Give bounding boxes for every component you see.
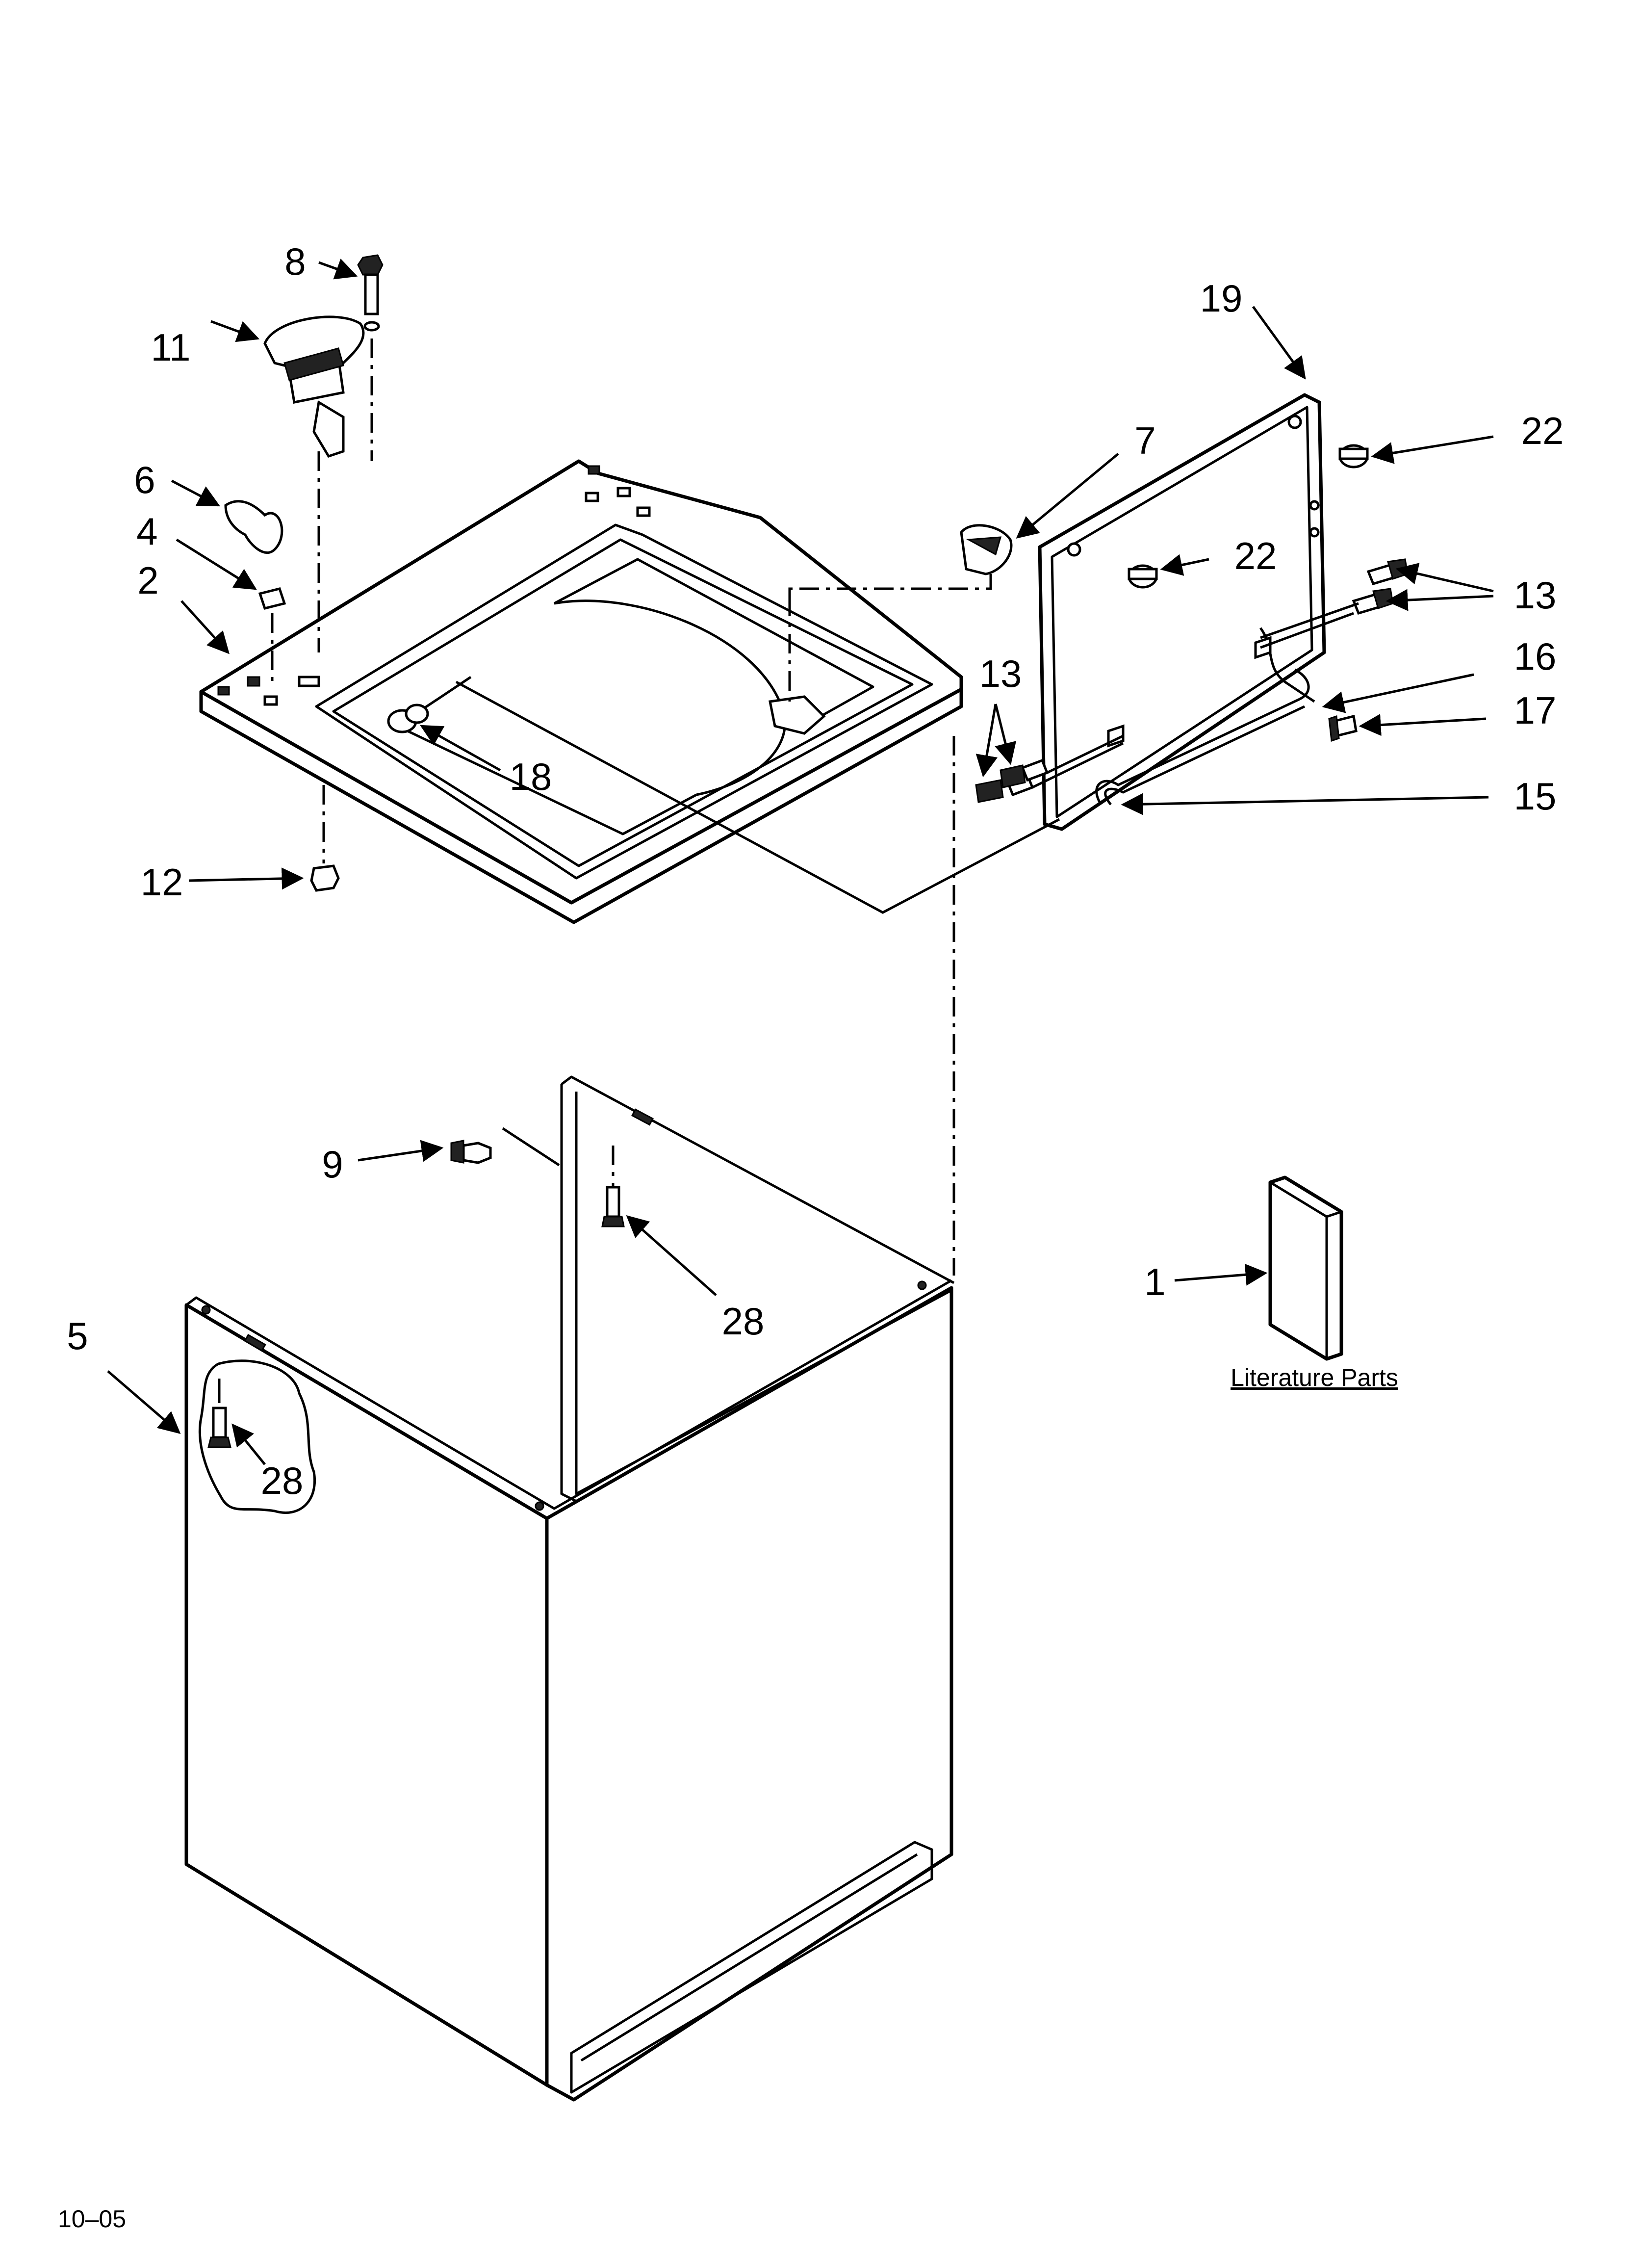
screws-13-right: [1260, 558, 1409, 649]
screw-28-flange: [601, 1146, 625, 1227]
callout-5: 5: [67, 1314, 88, 1357]
callout-17: 17: [1514, 689, 1557, 732]
screw-28-cutaway: [207, 1379, 231, 1448]
screw-9: [450, 1127, 560, 1167]
callout-28-cutaway: 28: [261, 1459, 304, 1502]
callout-9: 9: [322, 1143, 343, 1186]
revision-code: 10–05: [58, 2205, 126, 2233]
callout-7: 7: [1134, 419, 1155, 462]
callout-19: 19: [1200, 277, 1243, 320]
lid-switch-11: [263, 315, 365, 458]
part-4: [258, 587, 286, 687]
screw-8: [357, 254, 384, 461]
screw-17: [1328, 714, 1358, 742]
strike-7: [788, 524, 1013, 702]
callout-18: 18: [510, 755, 552, 798]
callout-11: 11: [151, 326, 191, 369]
callout-4: 4: [136, 510, 157, 553]
screws-13-left: [975, 734, 1124, 803]
literature-parts-book: [1268, 1175, 1343, 1361]
callout-13-left: 13: [979, 652, 1022, 695]
cabinet: [184, 1075, 955, 2102]
nut-12: [310, 785, 340, 892]
callout-12: 12: [141, 860, 183, 904]
literature-parts-label: Literature Parts: [1231, 1364, 1398, 1391]
leader-arrows: [107, 259, 1494, 1465]
lid-panel-19: [1038, 393, 1326, 831]
callout-16: 16: [1514, 635, 1557, 678]
callout-8: 8: [284, 240, 306, 283]
callout-labels: 8 11 6 4 2 12 18 7 19 22 22 13 13 16 17 …: [58, 240, 1564, 2233]
callout-13-right: 13: [1514, 574, 1557, 617]
guide-line-lid: [455, 680, 1060, 914]
clip-6: [224, 500, 283, 554]
callout-22-mid: 22: [1234, 534, 1277, 577]
washer-top: [199, 459, 963, 924]
callout-28-flange: 28: [722, 1300, 765, 1343]
lid-bumper-22b: [1128, 564, 1158, 589]
callout-15: 15: [1514, 775, 1557, 818]
hinge-15-16: [1095, 627, 1315, 806]
lid-bumper-22a: [1338, 444, 1369, 469]
callout-2: 2: [137, 559, 158, 602]
callout-22-top: 22: [1521, 409, 1564, 452]
callout-6: 6: [134, 458, 155, 501]
callout-1: 1: [1144, 1260, 1165, 1303]
